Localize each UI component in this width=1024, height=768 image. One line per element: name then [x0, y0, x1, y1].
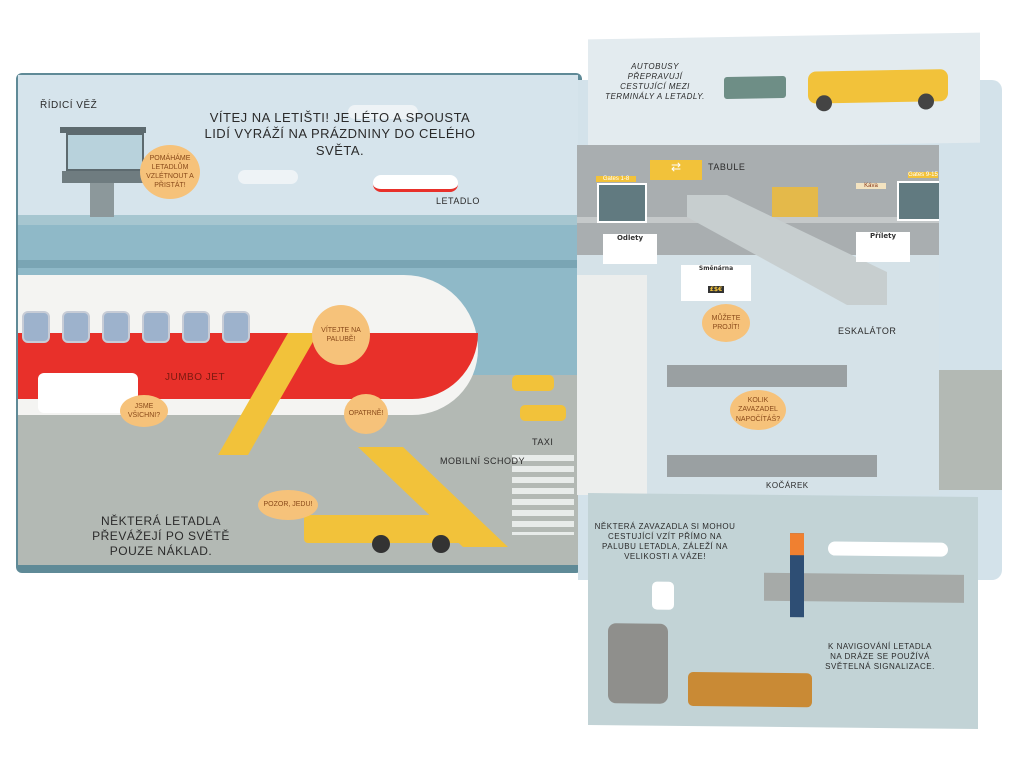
everyone-bubble: Jsme všichni? — [120, 395, 168, 427]
flying-plane — [373, 175, 458, 192]
taxi — [520, 405, 566, 421]
control-tower — [58, 127, 148, 217]
suitcase — [608, 623, 668, 704]
cloud — [238, 170, 298, 184]
cloud — [348, 105, 418, 119]
jumbo-label: Jumbo jet — [165, 372, 226, 383]
plane-window — [142, 311, 170, 343]
careful-bubble: Opatrně! — [344, 394, 388, 434]
left-page — [16, 73, 582, 573]
pass-bubble: Můžete projít! — [702, 304, 750, 342]
cargo-text: Některá letadla převážejí po světě pouze… — [92, 514, 230, 558]
terminal-beam — [18, 260, 578, 268]
truck-wheel — [432, 535, 450, 553]
jet-front — [828, 541, 948, 557]
bus-wheel — [816, 95, 832, 112]
bus-text: Autobusy přepravují cestující mezi termi… — [605, 62, 705, 101]
departures-board: Odlety — [603, 234, 657, 264]
stairs-label: Mobilní schody — [440, 456, 526, 466]
marshaller — [790, 533, 804, 618]
security-desk — [667, 365, 847, 387]
welcome-bubble: Vítejte na palubě! — [312, 305, 370, 365]
left-page-illustration — [18, 75, 578, 565]
plane-window — [102, 311, 130, 343]
exchange-label: Směnárna — [698, 265, 734, 272]
crosswalk — [512, 455, 574, 535]
arrivals-board: Přílety — [856, 232, 910, 262]
plane-window — [62, 311, 90, 343]
plane-window — [222, 311, 250, 343]
gate-door — [897, 181, 939, 221]
stroller-label: Kočárek — [766, 481, 809, 490]
bus-wheel — [918, 93, 934, 110]
taxi — [512, 375, 554, 391]
tower-bubble: Pomáháme letadlům vzlétnout a přistát! — [140, 145, 200, 199]
terminal-interior — [577, 145, 939, 495]
currency-label: £$€ — [707, 286, 725, 293]
bags-bubble: Kolik zavazadel napočítáš? — [730, 390, 786, 430]
arrivals-label: Přílety — [869, 232, 897, 240]
taxi-label: Taxi — [532, 437, 554, 447]
signal-text: K navigování letadla na dráze se používá… — [825, 642, 935, 671]
plane-window — [22, 311, 50, 343]
terminal-wall — [577, 275, 647, 495]
hand-luggage-text: Některá zavazadla si mohou cestující vzí… — [594, 522, 736, 561]
exchange-booth: Směnárna £$€ — [681, 265, 751, 301]
departures-label: Odlety — [616, 234, 644, 242]
tower-label: Řídicí věž — [40, 100, 98, 111]
gates-left-sign: Gates 1-8 — [596, 176, 636, 182]
tabule-sign: ⇄ — [650, 160, 702, 180]
kava-sign: Káva — [856, 183, 886, 189]
flap-tab — [724, 75, 786, 100]
tabule-label: Tabule — [708, 162, 746, 172]
plane-label: Letadlo — [436, 196, 480, 206]
restroom-doors — [772, 187, 818, 217]
flap-hole — [652, 581, 674, 610]
plane-window — [182, 311, 210, 343]
intro-text: Vítej na letišti! Je léto a spousta lidí… — [204, 110, 476, 158]
vintage-suitcase — [688, 672, 812, 708]
right-tarmac — [938, 370, 1002, 490]
baggage-belt — [667, 455, 877, 477]
truck-wheel — [372, 535, 390, 553]
gate-door — [597, 183, 647, 223]
driving-bubble: Pozor, jedu! — [258, 490, 318, 520]
escalator-label: Eskalátor — [838, 326, 897, 336]
gates-right-sign: Gates 9-15 — [908, 172, 938, 178]
